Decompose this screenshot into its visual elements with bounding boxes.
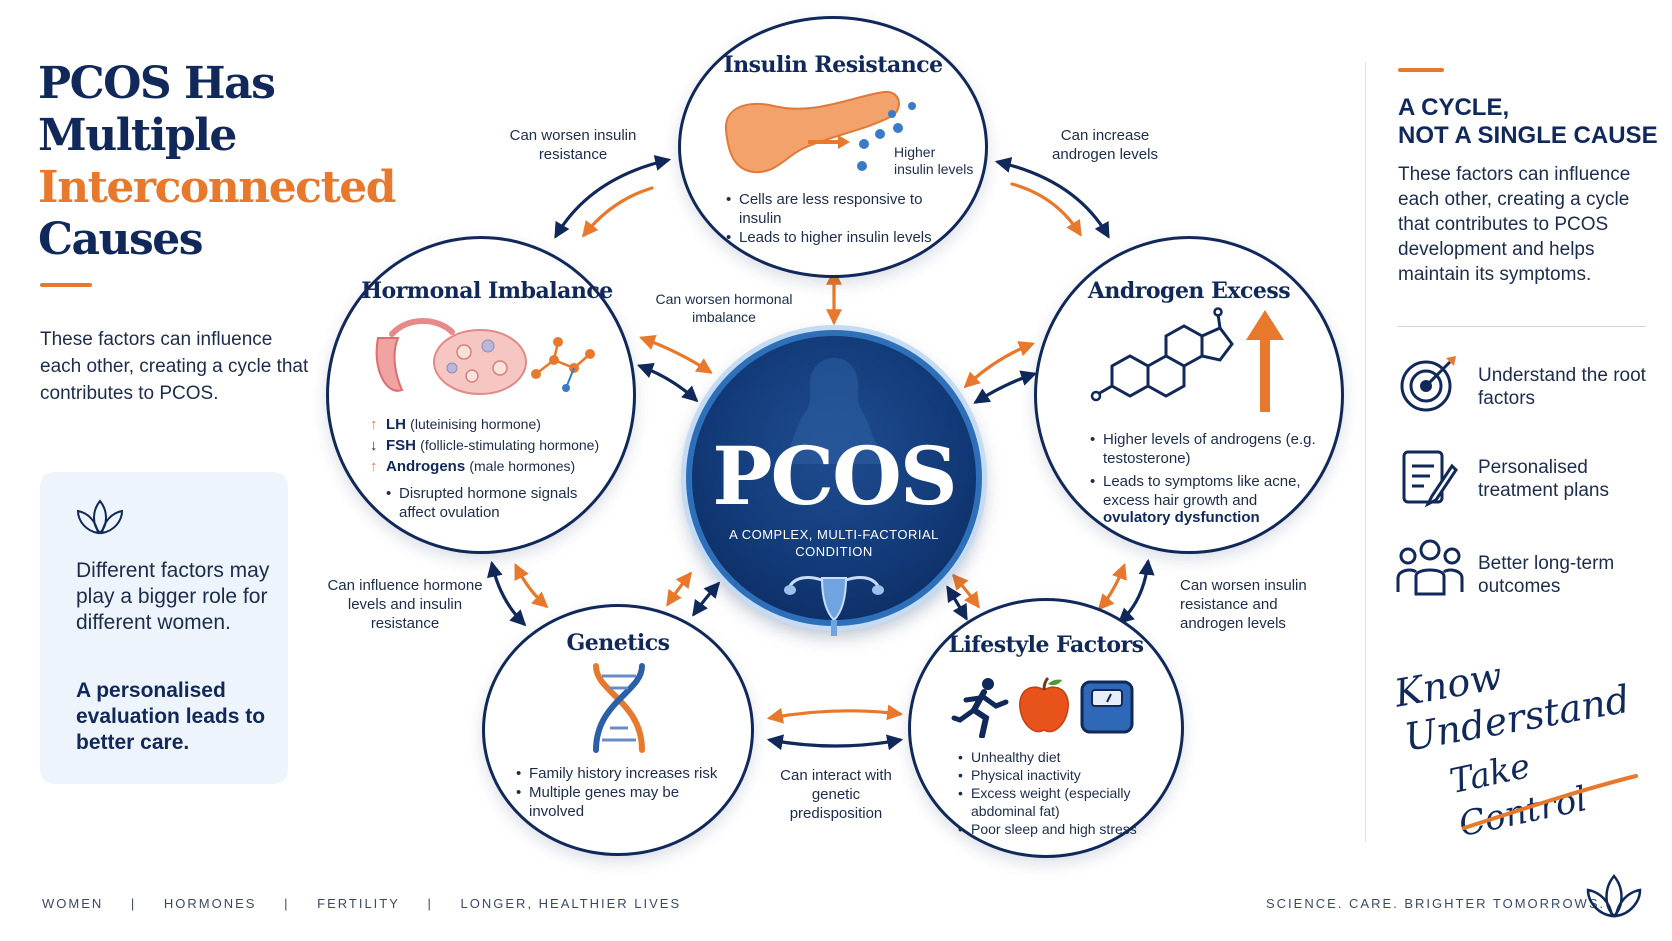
- group-icon: [1396, 539, 1464, 596]
- footer-item-fertility: FERTILITY: [317, 896, 400, 911]
- node-title-hormonal: Hormonal Imbalance: [361, 278, 613, 304]
- lifestyle-bullet-3: Excess weight (especially abdominal fat): [958, 784, 1158, 820]
- target-icon: [1400, 356, 1456, 412]
- insulin-bullet-2: Leads to higher insulin levels: [726, 228, 966, 247]
- pcos-subtitle: A COMPLEX, MULTI-FACTORIAL CONDITION: [729, 527, 939, 559]
- ovary-illustration: [375, 318, 595, 395]
- runner-icon: [951, 678, 1009, 738]
- genetics-bullets: Family history increases risk Multiple g…: [516, 764, 736, 821]
- edge-label-hormonal-genetics: Can influence hormone levels and insulin…: [327, 577, 483, 632]
- right-divider: [1365, 62, 1366, 842]
- lotus-logo-icon: [1586, 874, 1642, 918]
- right-heading-line-1: A CYCLE,: [1398, 94, 1510, 121]
- right-heading-line-2: NOT A SINGLE CAUSE: [1398, 122, 1658, 149]
- androgen-bullet-1: Higher levels of androgens (e.g. testost…: [1090, 430, 1316, 468]
- card-strong-text: A personalised evaluation leads to bette…: [76, 679, 266, 754]
- androgen-bullets: Higher levels of androgens (e.g. testost…: [1090, 430, 1316, 510]
- hormonal-bullets: Disrupted hormone signals affect ovulati…: [386, 484, 586, 522]
- hormone-row-androgens: ↑Androgens (male hormones): [370, 458, 576, 475]
- pancreas-illustration: [724, 90, 916, 174]
- insulin-bullets: Cells are less responsive to insulin Lea…: [726, 190, 966, 247]
- androgen-bullet-2: Leads to symptoms like acne, excess hair…: [1090, 472, 1316, 510]
- scale-icon: [1080, 680, 1134, 734]
- genetics-bullet-1: Family history increases risk: [516, 764, 736, 783]
- signature-underline: [1462, 774, 1638, 830]
- left-description: These factors can influence each other, …: [40, 329, 309, 404]
- right-accent-rule: [1398, 68, 1444, 72]
- edge-label-insulin-center: Can worsen hormonal imbalance: [655, 291, 793, 325]
- footer-separator: |: [284, 896, 290, 911]
- arrow-up-icon: ↑: [370, 458, 378, 475]
- footer-item-longer-lives: LONGER, HEALTHIER LIVES: [460, 896, 682, 911]
- title-accent-rule: [40, 283, 92, 287]
- title-line-1: PCOS Has: [38, 58, 276, 109]
- genetics-bullet-2: Multiple genes may be involved: [516, 783, 736, 821]
- feature-label-treatment-plans: Personalised treatment plans: [1478, 457, 1609, 501]
- title-line-4: Causes: [38, 214, 204, 265]
- pcos-title: PCOS: [712, 429, 957, 523]
- woman-silhouette-icon: [780, 358, 888, 464]
- lifestyle-bullet-1: Unhealthy diet: [958, 748, 1158, 766]
- steroid-molecule-illustration: [1090, 307, 1284, 412]
- feature-label-root-factors: Understand the root factors: [1478, 365, 1646, 409]
- right-separator: [1398, 326, 1646, 327]
- footer-left: WOMEN | HORMONES | FERTILITY | LONGER, H…: [42, 896, 703, 911]
- card-text: Different factors may play a bigger role…: [76, 559, 270, 634]
- androgen-bold-line: ovulatory dysfunction: [1103, 509, 1260, 526]
- footer-right: SCIENCE. CARE. BRIGHTER TOMORROWS.: [1266, 896, 1606, 911]
- info-card: [40, 472, 288, 784]
- insulin-image-label: Higher insulin levels: [894, 144, 974, 177]
- hormone-row-fsh: ↓FSH (follicle-stimulating hormone): [370, 437, 600, 454]
- lifestyle-bullet-2: Physical inactivity: [958, 766, 1158, 784]
- footer-separator: |: [427, 896, 433, 911]
- footer-item-hormones: HORMONES: [163, 896, 257, 911]
- pcos-center-circle: [686, 330, 982, 626]
- lotus-icon: [76, 499, 124, 535]
- footer-item-women: WOMEN: [42, 896, 104, 911]
- title-line-2: Multiple: [38, 110, 237, 161]
- node-title-insulin: Insulin Resistance: [723, 52, 943, 78]
- title-line-3: Interconnected: [38, 162, 397, 213]
- node-title-androgen: Androgen Excess: [1087, 278, 1291, 304]
- dna-icon: [593, 663, 645, 753]
- arrow-down-icon: ↓: [370, 437, 378, 454]
- hormone-row-lh: ↑LH (luteinising hormone): [370, 416, 541, 433]
- feature-label-outcomes: Better long-term outcomes: [1478, 553, 1615, 597]
- node-title-lifestyle: Lifestyle Factors: [948, 632, 1144, 658]
- lifestyle-bullet-4: Poor sleep and high stress: [958, 820, 1158, 838]
- clipboard-pen-icon: [1402, 450, 1458, 508]
- insulin-bullet-1: Cells are less responsive to insulin: [726, 190, 966, 228]
- footer-separator: |: [130, 896, 137, 911]
- page-title: PCOS Has Multiple Interconnected Causes: [38, 58, 398, 266]
- lifestyle-bullets: Unhealthy diet Physical inactivity Exces…: [958, 748, 1158, 838]
- edge-label-androgen-lifestyle: Can worsen insulin resistance and androg…: [1180, 577, 1307, 632]
- node-title-genetics: Genetics: [566, 630, 670, 656]
- hormonal-bullet-1: Disrupted hormone signals affect ovulati…: [386, 484, 586, 522]
- edge-label-hormonal-insulin: Can worsen insulin resistance: [509, 127, 637, 163]
- right-heading: A CYCLE, NOT A SINGLE CAUSE: [1398, 94, 1658, 150]
- right-description: These factors can influence each other, …: [1398, 164, 1631, 285]
- edge-label-insulin-androgen: Can increase androgen levels: [1052, 127, 1158, 163]
- arrow-up-icon: ↑: [370, 416, 378, 433]
- apple-icon: [1019, 676, 1069, 733]
- edge-label-genetics-lifestyle: Can interact with genetic predisposition: [780, 767, 892, 822]
- uterus-icon: [784, 576, 884, 636]
